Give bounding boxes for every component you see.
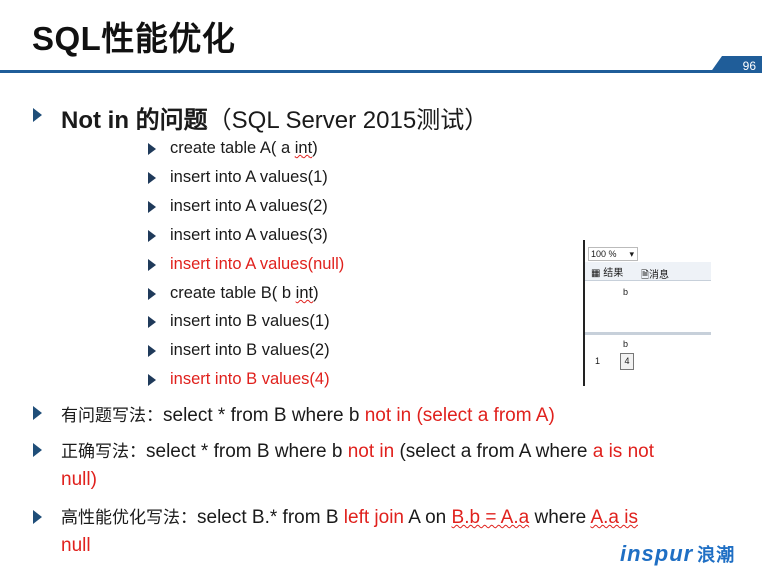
method-optimized-label: 高性能优化写法： [61, 508, 197, 527]
method-optimized-sql-3: where [529, 507, 591, 528]
method-correct: 正确写法：select * from B where b not in (sel… [61, 437, 654, 463]
message-icon: 🗎 [641, 270, 650, 281]
method-wrong: 有问题写法：select * from B where b not in (se… [61, 401, 555, 427]
page-title: SQL性能优化 [32, 20, 236, 57]
heading-rest: （SQL Server 2015测试） [207, 107, 489, 134]
result-tabs: ▦ 结果 🗎消息 [585, 262, 711, 281]
bullet-icon [148, 345, 156, 357]
result-divider [585, 332, 711, 335]
code-line: create table A( a int) [170, 139, 318, 157]
method-wrong-sql: select * from B where b [163, 405, 365, 426]
bullet-icon [33, 406, 42, 420]
bullet-icon [33, 108, 42, 122]
result-row-number: 1 [595, 356, 601, 366]
title-rule [0, 70, 762, 73]
page-number-tab [710, 56, 762, 73]
method-correct-highlight-1: not in [347, 441, 395, 462]
bullet-icon [33, 443, 42, 457]
code-line: insert into A values(1) [170, 168, 328, 186]
bullet-icon [148, 288, 156, 300]
method-optimized-sql-2: A on [403, 507, 452, 528]
method-optimized-highlight-1: left join [343, 507, 404, 528]
code-line: insert into B values(2) [170, 341, 330, 359]
method-wrong-label: 有问题写法： [61, 406, 163, 425]
method-correct-sql-2: (select a from A where [394, 441, 593, 462]
method-correct-highlight-2: a is not [592, 441, 654, 462]
code-line: insert into B values(1) [170, 312, 330, 330]
zoom-value: 100 % [591, 249, 617, 259]
grid-icon: ▦ [591, 268, 601, 279]
zoom-select[interactable]: 100 % ▾ [588, 247, 638, 261]
method-wrong-highlight: not in (select a from A) [364, 405, 555, 426]
code-line: insert into A values(null) [170, 255, 345, 273]
result-cell[interactable]: 4 [620, 353, 634, 370]
code-line: insert into A values(3) [170, 226, 328, 244]
tab-results[interactable]: ▦ 结果 [591, 268, 624, 279]
code-line: insert into A values(2) [170, 197, 328, 215]
bullet-icon [148, 259, 156, 271]
method-optimized-highlight-3: A.a is [590, 507, 638, 528]
heading-bold: Not in 的问题 [61, 107, 208, 134]
page-number: 96 [742, 59, 756, 73]
bullet-icon [33, 510, 42, 524]
method-optimized-sql: select B.* from B [197, 507, 344, 528]
chevron-down-icon: ▾ [629, 249, 634, 259]
bullet-icon [148, 143, 156, 155]
section-heading: Not in 的问题（SQL Server 2015测试） [61, 100, 488, 135]
method-correct-label: 正确写法： [61, 442, 146, 461]
code-line: create table B( b int) [170, 284, 319, 302]
method-optimized-wrap: null [61, 535, 91, 556]
tab-messages[interactable]: 🗎消息 [641, 270, 670, 281]
bullet-icon [148, 316, 156, 328]
bullet-icon [148, 374, 156, 386]
bullet-icon [148, 201, 156, 213]
bullet-icon [148, 172, 156, 184]
method-correct-wrap: null) [61, 469, 97, 490]
result-toolbar: 100 % ▾ [585, 244, 711, 261]
method-correct-sql: select * from B where b [146, 441, 348, 462]
query-result-panel: 100 % ▾ ▦ 结果 🗎消息 b b 1 4 [583, 240, 713, 386]
method-optimized-highlight-2: B.b = A.a [451, 507, 530, 528]
method-optimized: 高性能优化写法：select B.* from B left join A on… [61, 503, 638, 529]
result-1-column-header: b [623, 287, 629, 297]
result-2-column-header: b [623, 339, 629, 349]
bullet-icon [148, 230, 156, 242]
code-line: insert into B values(4) [170, 370, 330, 388]
